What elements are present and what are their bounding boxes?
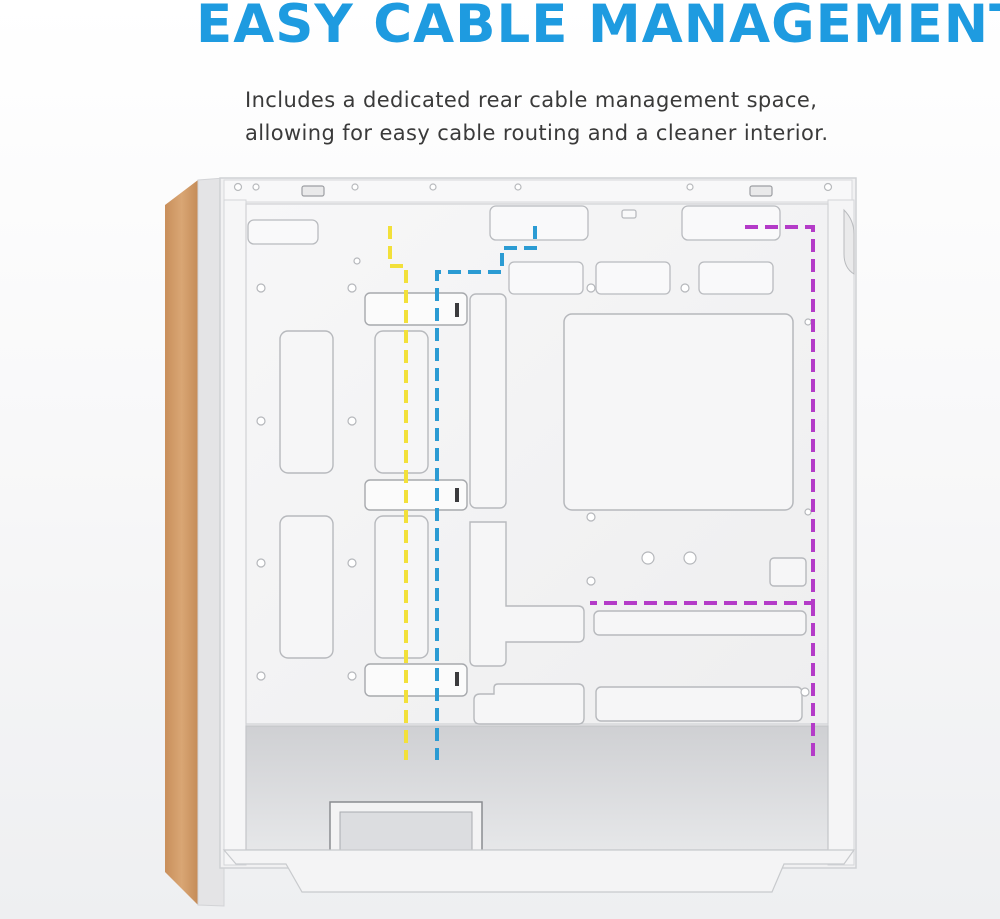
cpu-cutout: [563, 313, 794, 511]
case-top-rail: [223, 179, 853, 203]
cable-strap-bottom: [364, 663, 468, 697]
case-right-rail: [827, 199, 855, 866]
cable-strap-top: [364, 292, 468, 326]
left-cutouts: [279, 330, 429, 659]
cable-straps: [364, 292, 468, 697]
center-cutouts: [469, 293, 585, 667]
top-screws: [233, 182, 833, 192]
yellow-route: [388, 226, 408, 760]
description-line-1: Includes a dedicated rear cable manageme…: [245, 88, 818, 112]
wood-front-panel: [165, 180, 198, 905]
case-base: [222, 849, 856, 893]
top-hinges: [301, 185, 773, 197]
headline: EASY CABLE MANAGEMENT: [196, 0, 1000, 55]
cable-strap-middle: [364, 479, 468, 511]
bottom-cutouts: [473, 557, 807, 725]
front-panel-edge: [197, 177, 225, 907]
blue-route: [435, 226, 537, 760]
case-left-rail: [223, 199, 247, 866]
right-side-bracket: [843, 208, 855, 275]
description: Includes a dedicated rear cable manageme…: [245, 84, 945, 150]
standoffs: [256, 257, 812, 697]
top-cutouts: [247, 205, 781, 295]
description-line-2: allowing for easy cable routing and a cl…: [245, 121, 829, 145]
cable-routes: [388, 225, 815, 760]
